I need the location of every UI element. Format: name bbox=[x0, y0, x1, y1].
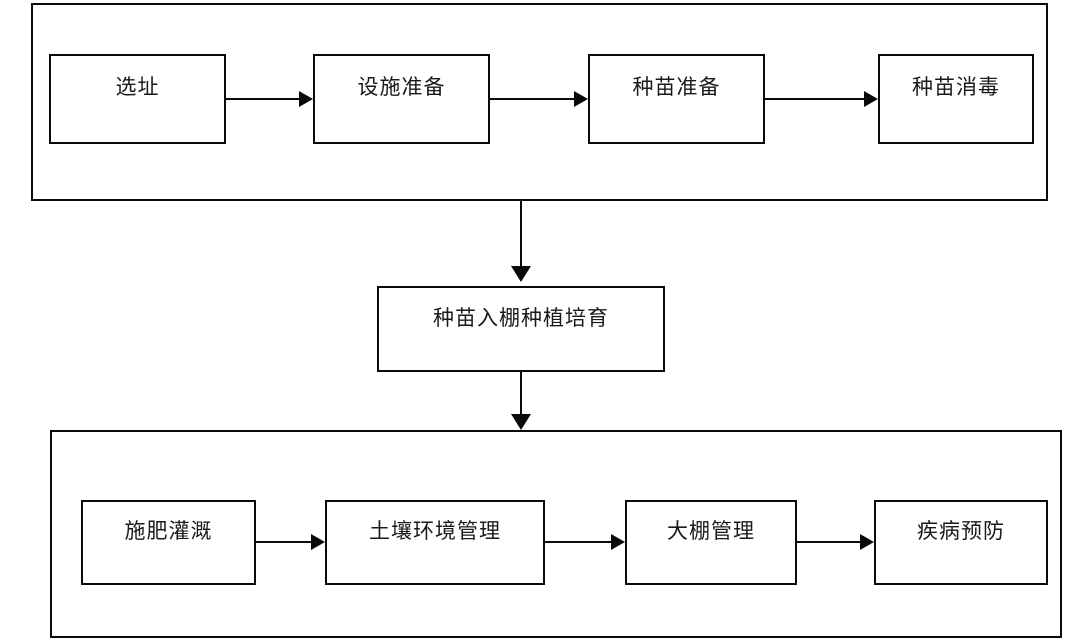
preparation-stage-group bbox=[31, 3, 1048, 201]
node-label: 施肥灌溉 bbox=[124, 519, 213, 544]
connector-6-arrowhead bbox=[860, 534, 874, 550]
node-site-selection[interactable]: 选址 bbox=[49, 54, 226, 144]
connector-6-line bbox=[797, 541, 862, 543]
connector-2-arrowhead bbox=[574, 91, 588, 107]
node-label: 种苗入棚种植培育 bbox=[433, 305, 609, 330]
management-stage-group bbox=[50, 430, 1062, 638]
node-planting-cultivation[interactable]: 种苗入棚种植培育 bbox=[377, 286, 665, 372]
node-facility-preparation[interactable]: 设施准备 bbox=[313, 54, 490, 144]
node-label: 疾病预防 bbox=[917, 519, 1005, 544]
connector-vertical-2-arrowhead bbox=[511, 414, 531, 430]
connector-1-line bbox=[226, 98, 300, 100]
node-label: 种苗消毒 bbox=[912, 74, 1000, 99]
node-label: 设施准备 bbox=[357, 74, 446, 99]
connector-5-line bbox=[545, 541, 613, 543]
connector-4-line bbox=[256, 541, 313, 543]
connector-vertical-1-arrowhead bbox=[511, 266, 531, 282]
connector-3-line bbox=[765, 98, 865, 100]
connector-1-arrowhead bbox=[299, 91, 313, 107]
node-seedling-disinfection[interactable]: 种苗消毒 bbox=[878, 54, 1034, 144]
node-label: 种苗准备 bbox=[632, 74, 721, 99]
connector-2-line bbox=[490, 98, 575, 100]
connector-vertical-1-line bbox=[520, 201, 522, 267]
node-label: 大棚管理 bbox=[667, 519, 755, 544]
node-label: 土壤环境管理 bbox=[369, 519, 501, 544]
node-fertilization-irrigation[interactable]: 施肥灌溉 bbox=[81, 500, 256, 585]
node-label: 选址 bbox=[115, 74, 160, 99]
connector-3-arrowhead bbox=[864, 91, 878, 107]
node-seedling-preparation[interactable]: 种苗准备 bbox=[588, 54, 765, 144]
node-disease-prevention[interactable]: 疾病预防 bbox=[874, 500, 1048, 585]
connector-vertical-2-line bbox=[520, 372, 522, 416]
connector-5-arrowhead bbox=[611, 534, 625, 550]
node-greenhouse-management[interactable]: 大棚管理 bbox=[625, 500, 797, 585]
node-soil-environment-management[interactable]: 土壤环境管理 bbox=[325, 500, 545, 585]
connector-4-arrowhead bbox=[311, 534, 325, 550]
